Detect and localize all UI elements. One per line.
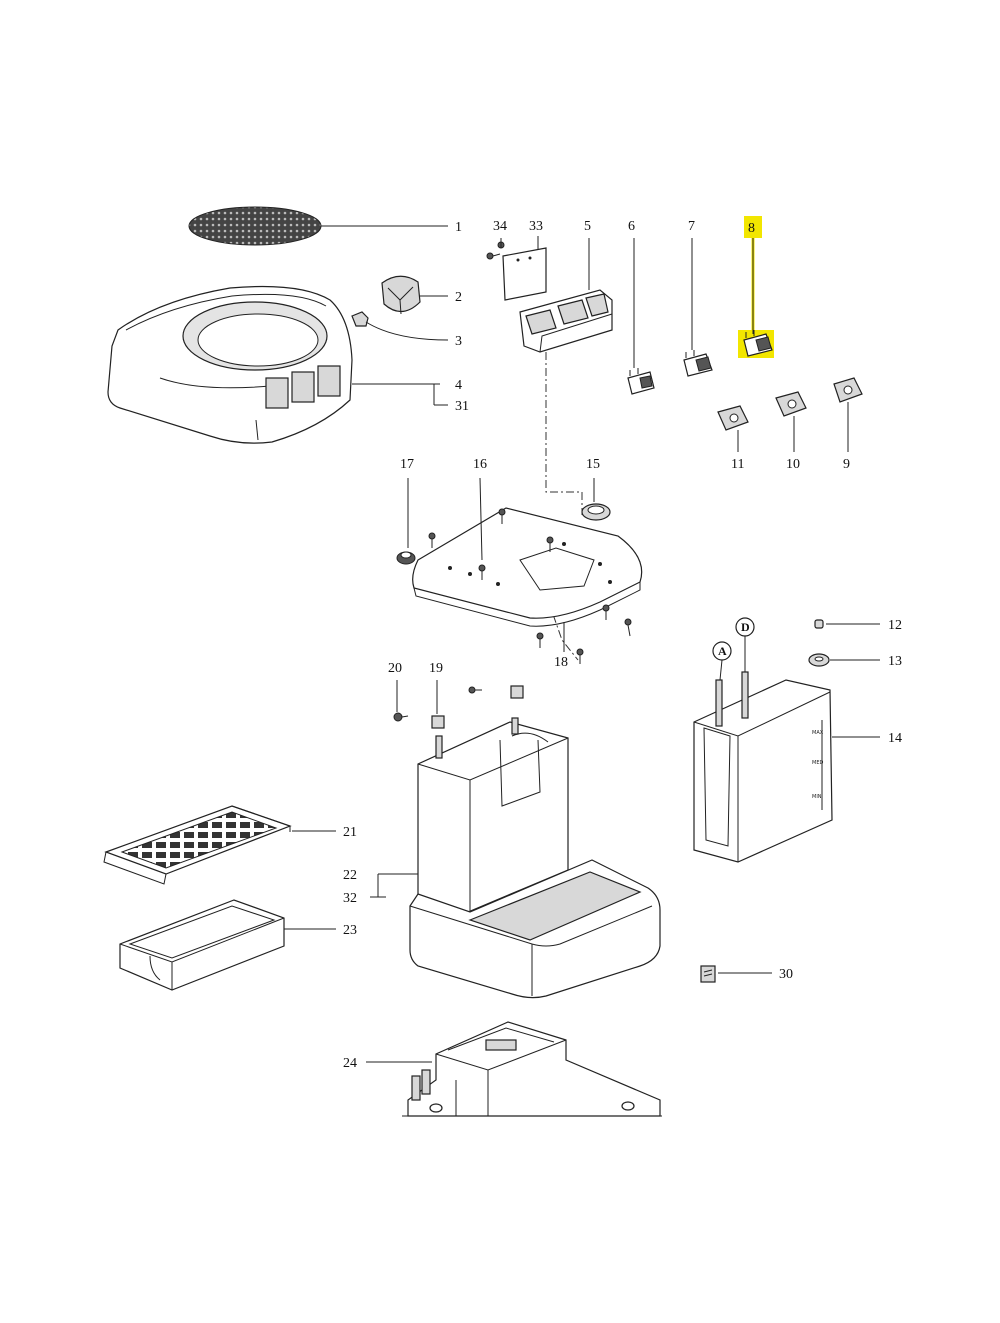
part-number-3[interactable]: 3 [455, 334, 462, 349]
part-10-button-cap[interactable] [775, 391, 807, 417]
svg-text:A: A [718, 644, 727, 658]
part-number-6[interactable]: 6 [628, 219, 635, 234]
part-number-2[interactable]: 2 [455, 290, 462, 305]
connector-marker-d: D [735, 617, 755, 672]
part-9-button-cap[interactable] [833, 377, 863, 403]
part-number-15[interactable]: 15 [586, 457, 600, 472]
part-number-23[interactable]: 23 [343, 923, 357, 938]
part-number-21[interactable]: 21 [343, 825, 357, 840]
part-3-clip[interactable] [351, 311, 369, 327]
part-number-1[interactable]: 1 [455, 220, 462, 235]
part-33-plate[interactable] [502, 247, 547, 301]
part-number-24[interactable]: 24 [343, 1056, 357, 1071]
part-number-9[interactable]: 9 [843, 457, 850, 472]
part-11-button-cap[interactable] [717, 405, 749, 431]
part-13-washer[interactable] [808, 653, 830, 667]
part-number-17[interactable]: 17 [400, 457, 414, 472]
part-number-5[interactable]: 5 [584, 219, 591, 234]
part-19-nut[interactable] [431, 685, 524, 729]
part-number-32[interactable]: 32 [343, 891, 357, 906]
part-number-20[interactable]: 20 [388, 661, 402, 676]
part-34-screws[interactable] [486, 238, 505, 260]
part-12-bushing[interactable] [814, 619, 824, 629]
part-number-19[interactable]: 19 [429, 661, 443, 676]
part-5-button-holder[interactable] [519, 289, 613, 353]
part-14-water-tank[interactable]: MAX MED MIN [693, 671, 833, 863]
part-number-30[interactable]: 30 [779, 967, 793, 982]
part-22-main-body[interactable] [409, 717, 661, 999]
part-24-bottom-base[interactable] [402, 1021, 662, 1117]
part-8-switch[interactable] [743, 330, 773, 357]
part-2-knob[interactable] [381, 275, 421, 315]
part-number-8[interactable]: 8 [748, 221, 755, 236]
part-number-13[interactable]: 13 [888, 654, 902, 669]
connector-marker-a: A [712, 641, 732, 681]
part-17-grommet[interactable] [396, 551, 416, 565]
part-number-18[interactable]: 18 [554, 655, 568, 670]
part-number-31[interactable]: 31 [455, 399, 469, 414]
part-number-12[interactable]: 12 [888, 618, 902, 633]
part-number-16[interactable]: 16 [473, 457, 487, 472]
part-number-14[interactable]: 14 [888, 731, 902, 746]
part-number-10[interactable]: 10 [786, 457, 800, 472]
tank-mark-mid: MED [812, 760, 823, 766]
part-7-switch[interactable] [683, 350, 713, 377]
part-number-34[interactable]: 34 [493, 219, 507, 234]
part-number-4[interactable]: 4 [455, 378, 462, 393]
part-number-22[interactable]: 22 [343, 868, 357, 883]
part-23-drip-tray[interactable] [119, 899, 285, 991]
part-15-seal[interactable] [581, 503, 611, 521]
tank-mark-max: MAX [812, 730, 824, 736]
part-1-mesh-pad[interactable] [188, 206, 322, 246]
part-number-33[interactable]: 33 [529, 219, 543, 234]
leader-line-16 [479, 477, 483, 561]
part-number-11[interactable]: 11 [731, 457, 744, 472]
part-6-switch[interactable] [627, 368, 655, 395]
part-4-top-cover[interactable] [107, 285, 353, 444]
part-30-label-sticker[interactable] [700, 965, 716, 983]
part-number-7[interactable]: 7 [688, 219, 695, 234]
alignment-line-upper [545, 352, 583, 515]
alignment-line-lower [547, 599, 579, 661]
part-20-screw[interactable] [393, 712, 409, 722]
highlight-box-8-label [744, 216, 762, 238]
tank-mark-min: MIN [812, 794, 822, 800]
leader-line-3 [365, 321, 449, 341]
part-21-drip-grid[interactable] [103, 805, 292, 885]
plate-screws [428, 508, 632, 664]
svg-text:D: D [741, 620, 750, 634]
